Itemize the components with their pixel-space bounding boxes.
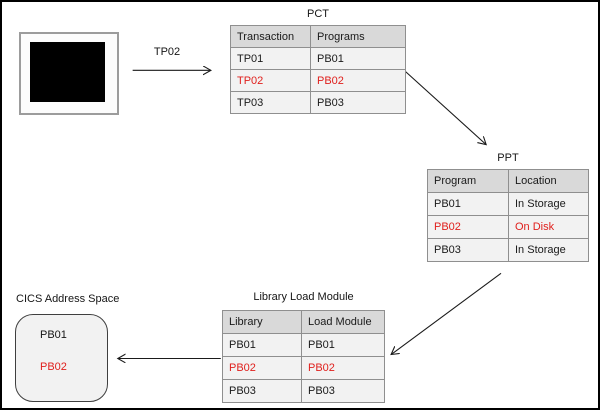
cics-address-space-box: PB01 PB02 [15, 314, 108, 402]
cics-program-item-highlighted: PB02 [40, 361, 67, 373]
table-header-cell: Transaction [231, 26, 310, 47]
table-cell-highlighted: PB02 [428, 216, 508, 238]
table-header-cell: Load Module [302, 311, 384, 333]
terminal-icon [19, 32, 119, 115]
table-header-cell: Programs [311, 26, 405, 47]
transaction-flow-label: TP02 [153, 46, 181, 58]
table-cell: PB03 [428, 239, 508, 261]
ppt-table-title: PPT [497, 152, 519, 164]
table-cell: PB01 [223, 334, 301, 356]
library-table: Library Load Module PB01 PB01 PB02 PB02 … [222, 310, 385, 403]
table-cell: PB03 [223, 380, 301, 402]
cics-program-item: PB01 [40, 329, 67, 341]
table-header-cell: Library [223, 311, 301, 333]
table-header-cell: Location [509, 170, 588, 192]
table-cell: TP01 [231, 48, 310, 69]
table-cell: PB03 [302, 380, 384, 402]
library-table-title: Library Load Module [253, 291, 354, 303]
table-cell: PB03 [311, 92, 405, 113]
table-header-cell: Program [428, 170, 508, 192]
ppt-table: Program Location PB01 In Storage PB02 On… [427, 169, 589, 262]
pct-table-title: PCT [307, 8, 329, 20]
table-cell: PB01 [311, 48, 405, 69]
pct-table: Transaction Programs TP01 PB01 TP02 PB02… [230, 25, 406, 114]
table-cell-highlighted: PB02 [302, 357, 384, 379]
table-cell-highlighted: PB02 [223, 357, 301, 379]
table-cell-highlighted: PB02 [311, 70, 405, 91]
table-cell-highlighted: On Disk [509, 216, 588, 238]
table-cell-highlighted: TP02 [231, 70, 310, 91]
terminal-screen [30, 42, 105, 102]
arrow-ppt-to-library [391, 272, 502, 354]
cics-address-space-title: CICS Address Space [16, 293, 120, 305]
table-cell: PB01 [302, 334, 384, 356]
table-cell: In Storage [509, 193, 588, 215]
table-cell: TP03 [231, 92, 310, 113]
table-cell: PB01 [428, 193, 508, 215]
arrow-pct-to-ppt [401, 67, 486, 144]
table-cell: In Storage [509, 239, 588, 261]
